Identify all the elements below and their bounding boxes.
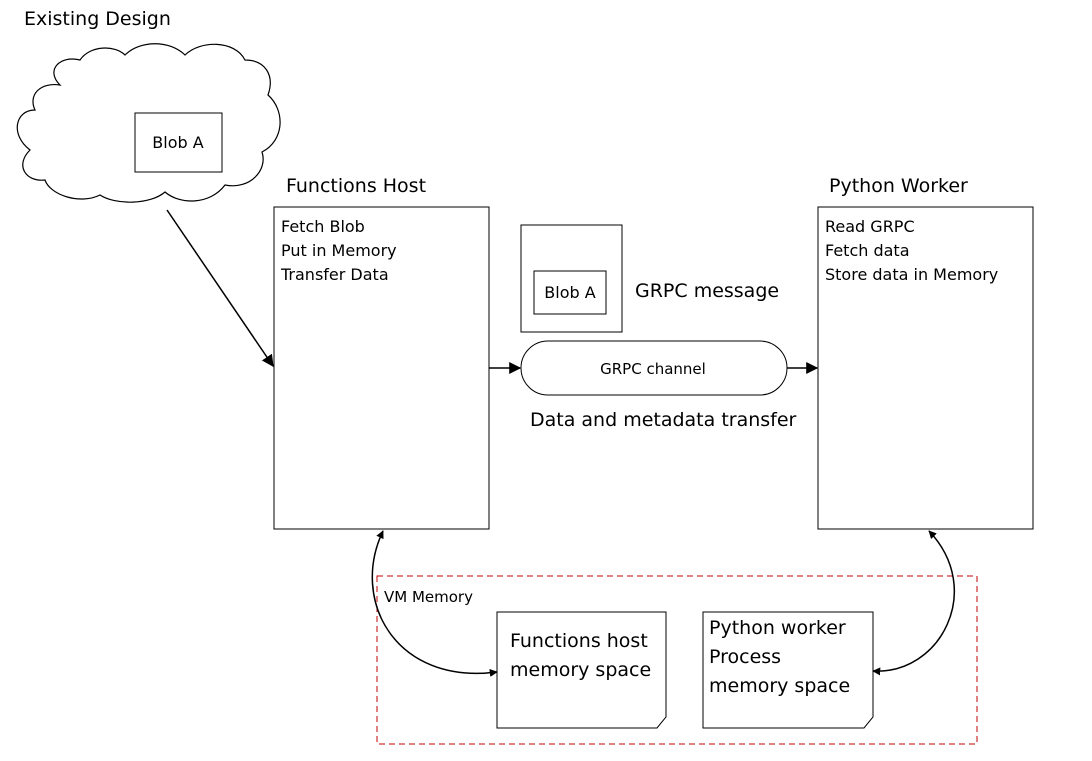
functions-host-line: Fetch Blob [281, 217, 365, 236]
functions-host-memory-box [496, 611, 667, 729]
grpc-channel-label: GRPC channel [600, 360, 706, 378]
python-worker-memory-box [702, 611, 874, 729]
python-worker-memory-line: Python worker [709, 617, 846, 639]
grpc-channel-caption: Data and metadata transfer [530, 409, 797, 431]
python-worker-memory-line: Process [709, 646, 781, 668]
worker-memory-arrow [872, 530, 956, 676]
python-worker-line: Read GRPC [825, 217, 915, 236]
cloud-blob-box [134, 112, 223, 173]
grpc-message-label: GRPC message [635, 280, 779, 302]
grpc-message-blob-label: Blob A [544, 283, 595, 302]
diagram-title: Existing Design [24, 8, 171, 30]
functions-host-title: Functions Host [286, 175, 426, 197]
cloud-blob-label: Blob A [152, 133, 203, 152]
functions-host-line: Put in Memory [281, 241, 397, 260]
functions-host-memory-line: memory space [510, 659, 651, 681]
python-worker-line: Fetch data [825, 241, 910, 260]
grpc-message-blob-box [533, 270, 607, 315]
cloud-to-host-arrow [166, 209, 274, 367]
python-worker-line: Store data in Memory [825, 265, 998, 284]
python-worker-memory-line: memory space [709, 675, 850, 697]
python-worker-box [817, 206, 1034, 530]
functions-host-line: Transfer Data [280, 265, 389, 284]
functions-host-box [273, 206, 490, 530]
functions-host-memory-line: Functions host [510, 630, 648, 652]
vm-memory-label: VM Memory [384, 588, 473, 606]
python-worker-title: Python Worker [829, 175, 968, 197]
host-memory-arrow [371, 530, 498, 677]
